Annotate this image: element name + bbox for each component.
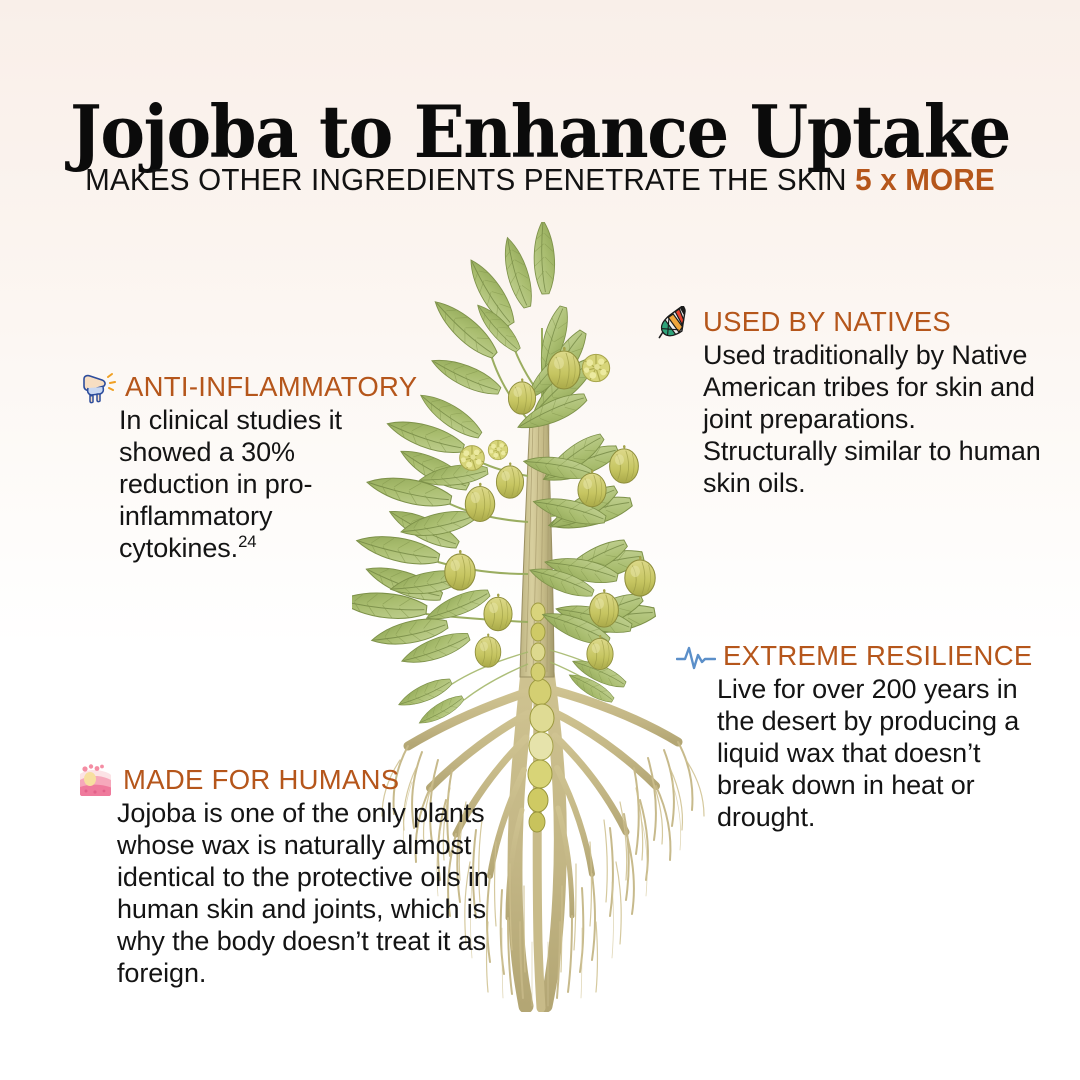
fact-header: MADE FOR HUMANS: [76, 764, 490, 798]
foliage-upper: [427, 222, 611, 438]
plant-stem: [519, 417, 555, 682]
knee-joint-impact-icon: [78, 371, 118, 405]
fact-body: Jojoba is one of the only plants whose w…: [117, 798, 489, 988]
page-subtitle: MAKES OTHER INGREDIENTS PENETRATE THE SK…: [16, 163, 1064, 198]
fact-title: ANTI-INFLAMMATORY: [125, 371, 418, 402]
fact-header: ANTI-INFLAMMATORY: [78, 371, 417, 405]
subtitle-text: MAKES OTHER INGREDIENTS PENETRATE THE SK…: [85, 163, 856, 197]
fact-header: EXTREME RESILIENCE: [676, 640, 1048, 674]
fact-header: USED BY NATIVES: [656, 306, 1046, 340]
page-title: Jojoba to Enhance Uptake: [70, 89, 1011, 175]
pulse-line-icon: [676, 640, 716, 674]
fact-title: MADE FOR HUMANS: [123, 764, 400, 795]
subtitle-highlight: 5 x MORE: [855, 163, 995, 197]
jojoba-plant-illustration: [352, 222, 732, 1012]
feather-icon: [656, 306, 696, 340]
root-seed-pods: [527, 678, 555, 833]
fact-body: Used traditionally by Native American tr…: [703, 340, 1041, 498]
fact-extreme-resilience: EXTREME RESILIENCE Live for over 200 yea…: [676, 640, 1048, 834]
fact-body: In clinical studies it showed a 30% redu…: [119, 405, 342, 563]
fact-reference: 24: [238, 531, 257, 551]
foliage-lower: [352, 501, 658, 730]
foliage-mid: [364, 386, 639, 543]
fact-made-for-humans: MADE FOR HUMANS Jojoba is one of the onl…: [76, 764, 490, 990]
fact-body: Live for over 200 years in the desert by…: [717, 674, 1020, 832]
skin-layers-icon: [76, 764, 116, 798]
fact-used-by-natives: USED BY NATIVES Used traditionally by Na…: [656, 306, 1046, 500]
fact-title: USED BY NATIVES: [703, 306, 951, 337]
fact-title: EXTREME RESILIENCE: [723, 640, 1033, 671]
root-system: [381, 664, 705, 1012]
fact-anti-inflammatory: ANTI-INFLAMMATORY In clinical studies it…: [78, 371, 417, 565]
stem-seed-pods: [530, 602, 546, 682]
